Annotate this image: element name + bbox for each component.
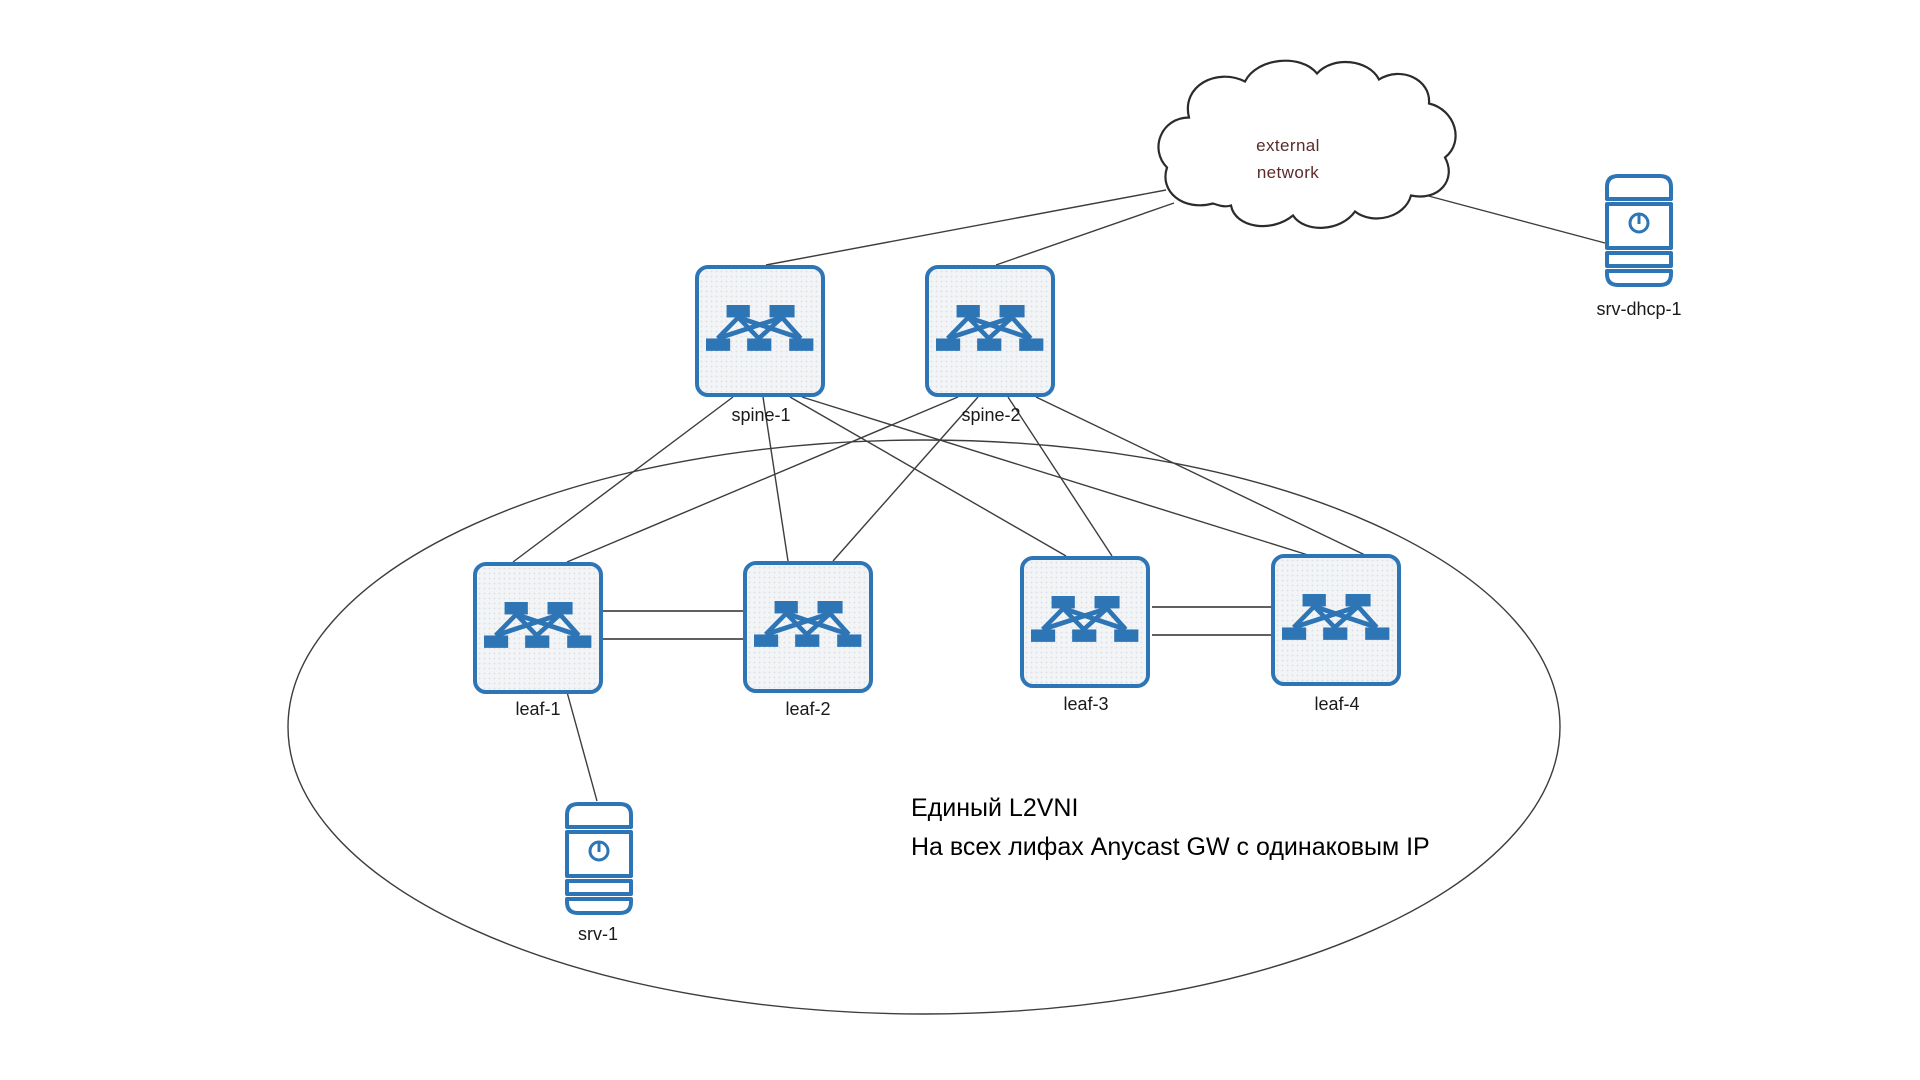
link-spine2-leaf2 — [832, 396, 979, 562]
switch-icon — [1282, 593, 1390, 640]
server-icon — [1605, 174, 1673, 287]
link-spine2-leaf4 — [1035, 396, 1366, 556]
switch-icon — [1031, 595, 1139, 642]
switch-icon — [706, 304, 814, 351]
server-icon — [565, 802, 633, 915]
link-spine1-leaf3 — [789, 396, 1067, 557]
node-spine-2 — [925, 265, 1055, 397]
label-srv-dhcp-1: srv-dhcp-1 — [1596, 299, 1682, 319]
link-cloud-spine2 — [995, 202, 1175, 266]
l2vni-annotation: Единый L2VNI На всех лифах Anycast GW с … — [911, 789, 1430, 867]
switch-icon — [936, 304, 1044, 351]
switch-icon — [484, 601, 592, 648]
cloud-label: external network — [1203, 132, 1373, 186]
cloud-label-line1: external — [1256, 136, 1320, 155]
label-leaf-3: leaf-3 — [1063, 694, 1109, 714]
l2vni-domain-ellipse — [287, 439, 1561, 1015]
cloud-icon — [1157, 59, 1457, 229]
label-srv-1: srv-1 — [578, 924, 618, 944]
node-leaf-2 — [743, 561, 873, 693]
node-srv-1 — [564, 801, 634, 916]
node-leaf-3 — [1020, 556, 1150, 688]
link-cloud-spine1 — [765, 189, 1167, 266]
node-srv-dhcp-1 — [1604, 173, 1674, 288]
l2vni-annotation-line1: Единый L2VNI — [911, 794, 1079, 822]
link-spine1-leaf4 — [801, 396, 1309, 556]
label-leaf-2: leaf-2 — [785, 699, 831, 719]
node-spine-1 — [695, 265, 825, 397]
switch-icon — [754, 600, 862, 647]
label-leaf-4: leaf-4 — [1314, 694, 1360, 714]
node-external-network: external network — [1155, 52, 1465, 250]
link-spine2-leaf3 — [1007, 396, 1113, 557]
label-spine-1: spine-1 — [731, 405, 791, 425]
node-leaf-1 — [473, 562, 603, 694]
cloud-label-line2: network — [1256, 163, 1320, 182]
power-icon — [588, 840, 610, 862]
power-icon — [1628, 212, 1650, 234]
link-spine2-leaf1 — [566, 396, 959, 563]
link-spine1-leaf2 — [762, 396, 789, 562]
l2vni-annotation-line2: На всех лифах Anycast GW с одинаковым IP — [911, 833, 1430, 861]
label-leaf-1: leaf-1 — [515, 699, 561, 719]
node-leaf-4 — [1271, 554, 1401, 686]
link-spine1-leaf1 — [512, 396, 734, 563]
link-leaf1-srv1 — [566, 691, 598, 802]
label-spine-2: spine-2 — [961, 405, 1021, 425]
link-cloud-srvdhcp1 — [1420, 193, 1606, 244]
